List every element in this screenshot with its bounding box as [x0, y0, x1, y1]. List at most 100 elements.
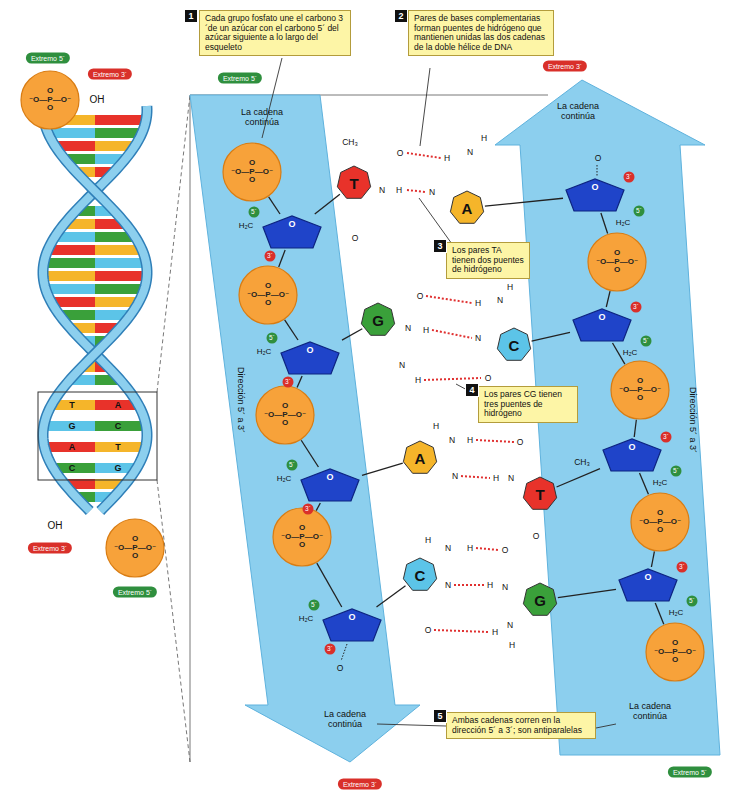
end-tag: Extremo 3´	[543, 61, 587, 72]
atom-label: N	[379, 186, 385, 195]
node-text: O	[299, 541, 305, 549]
phosphate-circle: O⁻O—P—O⁻O	[610, 360, 670, 420]
sugar-ring	[263, 216, 321, 248]
sugar-pentagon: O	[563, 177, 627, 213]
hydrogen-bond	[424, 378, 481, 380]
atom-label: H	[444, 154, 450, 163]
base-ring-shape	[450, 191, 483, 223]
hydrogen-bond	[434, 630, 489, 632]
callout-text: Cada grupo fosfato une el carbono 3´de u…	[205, 14, 345, 52]
leader-line	[456, 384, 482, 398]
helix-backbone	[43, 106, 147, 511]
phosphate-circle: O⁻O—P—O⁻O	[645, 622, 705, 682]
atom-label: H	[433, 422, 439, 431]
callout-number: 3	[433, 239, 447, 253]
phosphate-disc	[588, 233, 646, 291]
node-text: O	[672, 656, 678, 664]
end-tag: Extremo 3´	[28, 543, 72, 554]
bond-line	[362, 463, 403, 475]
helix-rung	[95, 271, 147, 281]
carbon-tag: 3´	[303, 504, 314, 515]
hydrogen-bond	[407, 190, 426, 192]
bond-line	[279, 250, 285, 267]
bond-line	[606, 291, 610, 307]
helix-rung	[43, 271, 95, 281]
helix-rung	[44, 258, 95, 268]
leader-line	[377, 724, 446, 726]
node-text: C	[415, 567, 426, 584]
atom-label: CH₃	[342, 138, 358, 147]
carbon-tag: 3´	[624, 172, 635, 183]
phosphate-disc	[646, 623, 704, 681]
bond-line	[315, 194, 340, 214]
carbon-label: H₂C	[299, 615, 314, 623]
carbon-tag: 3´	[677, 562, 688, 573]
atom-label: N	[475, 334, 481, 343]
atom-label: H	[509, 641, 515, 650]
phosphate-disc	[631, 493, 689, 551]
node-text: ⁻O—P—O⁻	[29, 96, 71, 104]
phosphate-disc	[611, 361, 669, 419]
atom-label: O	[533, 532, 540, 541]
carbon-label: H₂C	[653, 479, 668, 487]
bond-line	[634, 420, 636, 437]
end-tag: Extremo 3´	[338, 779, 382, 790]
sugar-ring	[323, 609, 381, 641]
sugar-pentagon: O	[570, 307, 634, 343]
direction-label: Dirección 5´ a 3´	[688, 387, 697, 453]
helix-rung	[95, 258, 146, 268]
node-text: O	[249, 176, 255, 184]
base-ring: T	[522, 476, 558, 512]
callout-text: Ambas cadenas corren en la dirección 5´ …	[452, 716, 590, 735]
hydrogen-bond	[407, 153, 441, 158]
end-tag: Extremo 5´	[668, 767, 712, 778]
node-text: A	[415, 450, 426, 467]
atom-label: H	[487, 581, 493, 590]
node-text: T	[349, 175, 358, 192]
node-text: O	[614, 249, 620, 257]
leader-line	[420, 68, 430, 146]
continuation-label: La cadena continúa	[233, 108, 291, 128]
node-text: G	[372, 312, 384, 329]
bond-line	[651, 551, 654, 567]
base-ring-shape	[337, 166, 370, 198]
hydrogen-bond	[432, 330, 472, 338]
node-text: O	[282, 402, 288, 410]
node-text: G	[534, 592, 546, 609]
callout-number: 4	[465, 383, 479, 397]
node-text: O	[306, 345, 313, 355]
atom-label: H	[415, 376, 421, 385]
node-text: O	[644, 572, 651, 582]
atom-label: O	[397, 149, 404, 158]
phosphate-circle: O⁻O—P—O⁻O	[238, 265, 298, 325]
helix-rung	[44, 442, 95, 452]
hydrogen-bond	[476, 548, 499, 550]
base-ring: A	[402, 440, 438, 476]
carbon-tag: 5´	[671, 466, 682, 477]
zoom-line	[157, 95, 190, 392]
callout-text: Los pares CG tienen tres puentes de hidr…	[484, 390, 572, 419]
carbon-tag: 3´	[661, 432, 672, 443]
atom-label: O	[337, 664, 344, 673]
node-text: ⁻O—P—O⁻	[264, 411, 306, 419]
node-text: O	[628, 442, 635, 452]
sugar-ring	[619, 569, 677, 601]
bond-line	[342, 329, 362, 340]
atom-label: N	[507, 621, 513, 630]
base-ring: A	[449, 190, 485, 226]
node-text: ⁻O—P—O⁻	[654, 648, 696, 656]
node-text: O	[47, 104, 53, 112]
sugar-pentagon: O	[600, 437, 664, 473]
end-tag: Extremo 5´	[113, 587, 157, 598]
atom-label: H	[425, 536, 431, 545]
atom-label: N	[445, 544, 451, 553]
phosphate-disc	[21, 71, 79, 129]
bond-line	[316, 503, 320, 511]
zoom-line	[157, 480, 190, 762]
hydrogen-bond	[461, 476, 490, 478]
end-tag: Extremo 3´	[88, 69, 132, 80]
phosphate-circle: O⁻O—P—O⁻O	[272, 507, 332, 567]
node-text: ⁻O—P—O⁻	[596, 258, 638, 266]
sugar-pentagon: O	[278, 340, 342, 376]
